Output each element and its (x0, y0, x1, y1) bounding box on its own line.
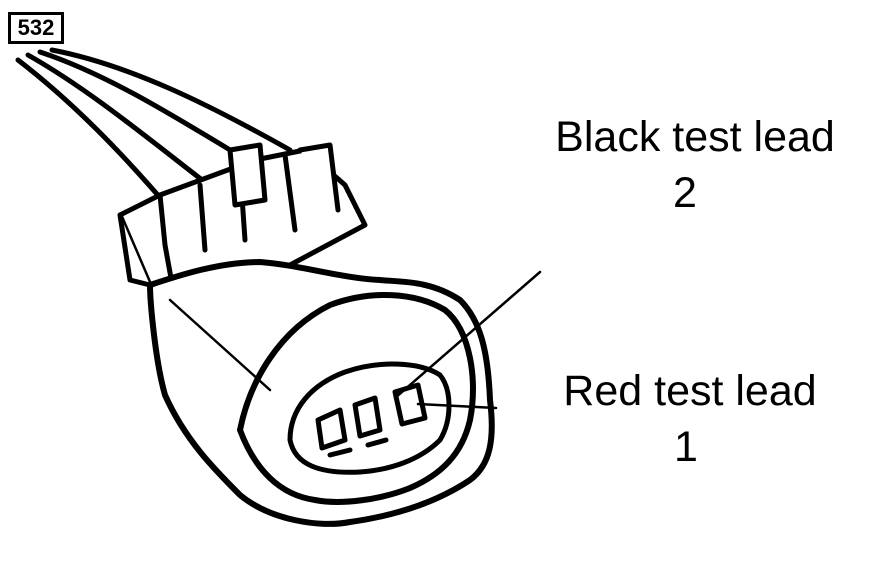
terminal-pins (315, 382, 428, 458)
connector-rear-housing (117, 142, 368, 303)
black-test-lead-label: Black test lead (555, 113, 835, 161)
part-number-badge: 532 (8, 12, 64, 44)
black-lead-pointer (393, 270, 542, 400)
wire-bundle (15, 47, 293, 218)
housing-seam-line (168, 298, 272, 392)
red-lead-pointer (416, 402, 498, 410)
red-test-lead-number: 1 (674, 423, 698, 471)
leader-lines (168, 270, 542, 410)
black-test-lead-number: 2 (673, 169, 697, 217)
red-test-lead-label: Red test lead (563, 367, 817, 415)
